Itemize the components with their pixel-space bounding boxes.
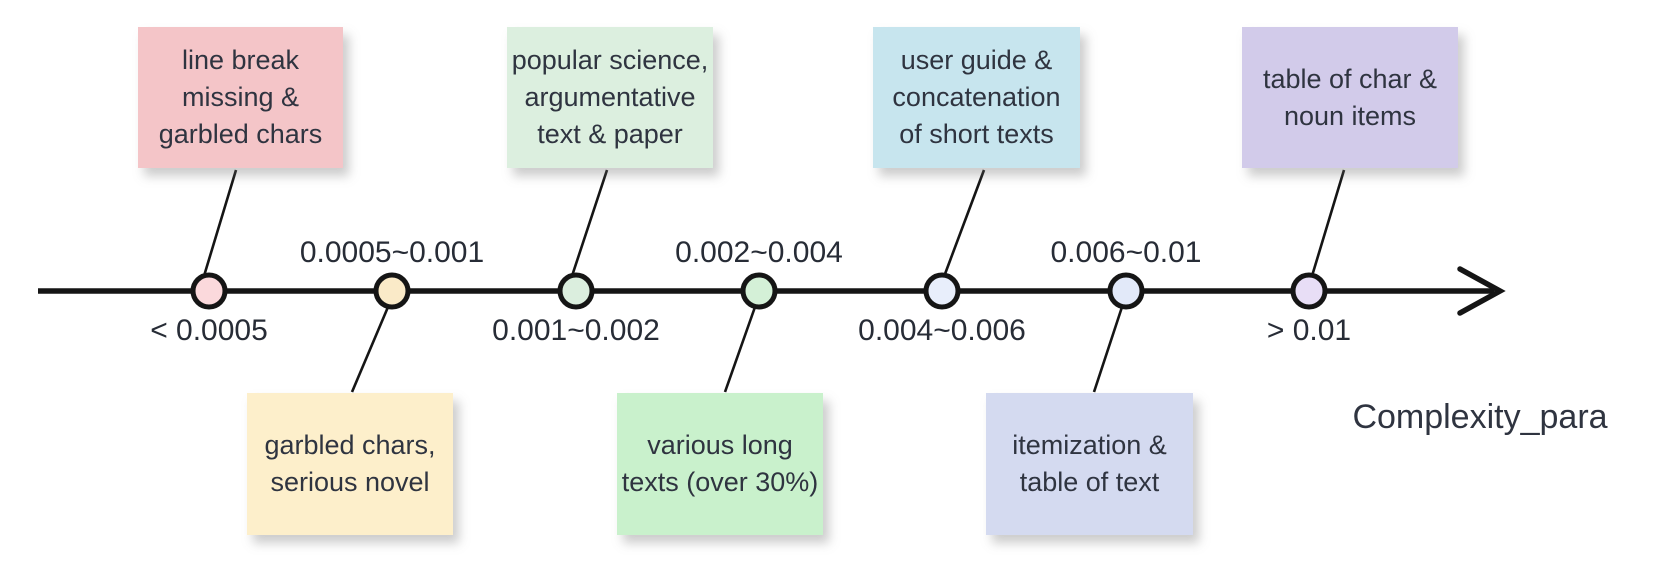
annotation-note-various-long-texts: various long texts (over 30%) <box>617 393 823 535</box>
range-label-0.0005-0.001: 0.0005~0.001 <box>299 236 485 269</box>
range-label-0.001-0.002: 0.001~0.002 <box>492 314 660 347</box>
annotation-note-garbled-chars: garbled chars, serious novel <box>247 393 453 535</box>
node-dot-1 <box>190 272 228 310</box>
axis-arrowhead-icon <box>1457 266 1506 316</box>
leader-line-1 <box>202 169 238 277</box>
node-dot-6 <box>1107 272 1145 310</box>
leader-line-6 <box>1092 306 1124 393</box>
node-dot-4 <box>740 272 778 310</box>
range-label-0.006-0.01: 0.006~0.01 <box>1050 236 1202 269</box>
leader-line-7 <box>1310 169 1346 277</box>
leader-line-3 <box>570 169 609 277</box>
annotation-note-popular-science: popular science, argumentative text & pa… <box>507 27 713 168</box>
annotation-note-line-break: line break missing & garbled chars <box>138 27 343 168</box>
node-dot-2 <box>373 272 411 310</box>
node-dot-5 <box>923 272 961 310</box>
range-label-gt-0.01: > 0.01 <box>1266 314 1352 347</box>
range-label-lt-0.0005: < 0.0005 <box>150 314 268 347</box>
leader-line-5 <box>943 169 986 275</box>
annotation-note-itemization: itemization & table of text <box>986 393 1193 535</box>
range-label-0.002-0.004: 0.002~0.004 <box>675 236 843 269</box>
node-dot-3 <box>557 272 595 310</box>
axis-title: Complexity_para <box>1352 398 1608 436</box>
node-dot-7 <box>1290 272 1328 310</box>
leader-line-4 <box>723 306 757 393</box>
annotation-note-user-guide: user guide & concatenation of short text… <box>873 27 1080 168</box>
annotation-note-table-of-char: table of char & noun items <box>1242 27 1458 168</box>
range-label-0.004-0.006: 0.004~0.006 <box>858 314 1026 347</box>
leader-line-2 <box>350 306 390 393</box>
